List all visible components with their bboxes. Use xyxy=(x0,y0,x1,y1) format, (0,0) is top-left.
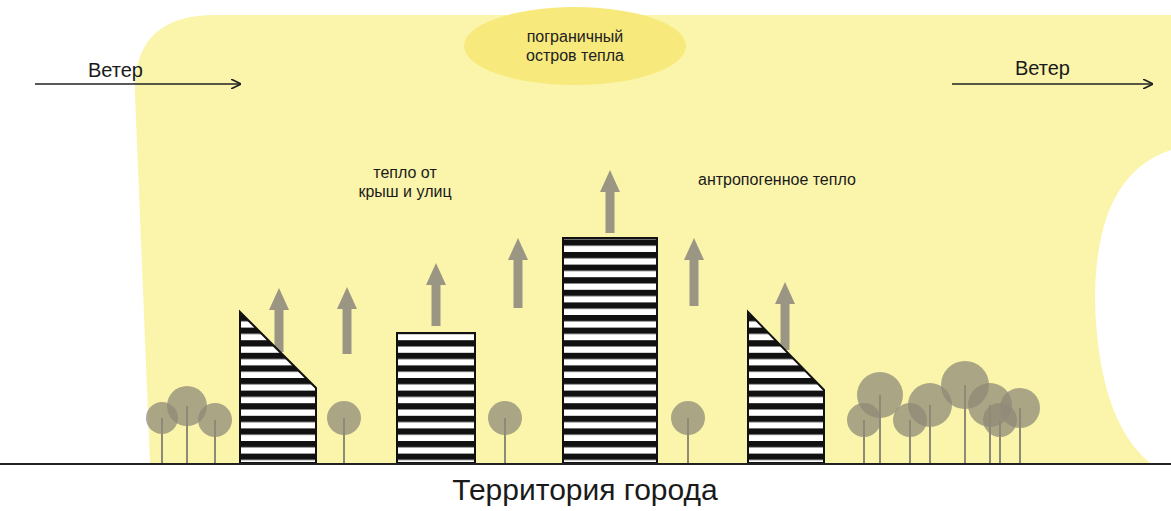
ellipse-fill xyxy=(464,7,686,85)
area-caption: Территория города xyxy=(452,472,717,508)
tree-crown xyxy=(1000,388,1040,428)
heat-label: антропогенное тепло xyxy=(698,170,856,189)
heat-arrow xyxy=(508,238,528,308)
heat-island-ellipse: пограничный остров тепла xyxy=(464,7,686,85)
heat-label: тепло от крыш и улиц xyxy=(353,163,457,201)
building xyxy=(563,238,657,463)
tree-crown xyxy=(198,403,232,437)
tree-crown xyxy=(671,401,705,435)
wind-label: Ветер xyxy=(1015,56,1070,80)
wind-label: Ветер xyxy=(88,58,143,82)
heat-arrow xyxy=(337,287,357,354)
tree-crown xyxy=(488,401,522,435)
heat-arrow xyxy=(775,282,795,350)
heat-arrow xyxy=(600,170,620,233)
building xyxy=(240,312,316,463)
ground-line xyxy=(0,463,1171,465)
node-label: пограничный остров тепла xyxy=(519,27,631,65)
heat-dome xyxy=(135,15,1171,463)
wind-arrow xyxy=(35,83,240,85)
building xyxy=(748,312,824,463)
heat-arrow xyxy=(269,288,289,352)
ellipse-shape xyxy=(464,7,686,85)
heat-arrows xyxy=(269,170,795,354)
tree-crown xyxy=(327,401,361,435)
heat-arrow xyxy=(426,263,446,326)
building xyxy=(397,333,475,463)
wind-arrow xyxy=(952,83,1152,85)
buildings xyxy=(240,238,824,463)
heat-arrow xyxy=(684,238,704,306)
